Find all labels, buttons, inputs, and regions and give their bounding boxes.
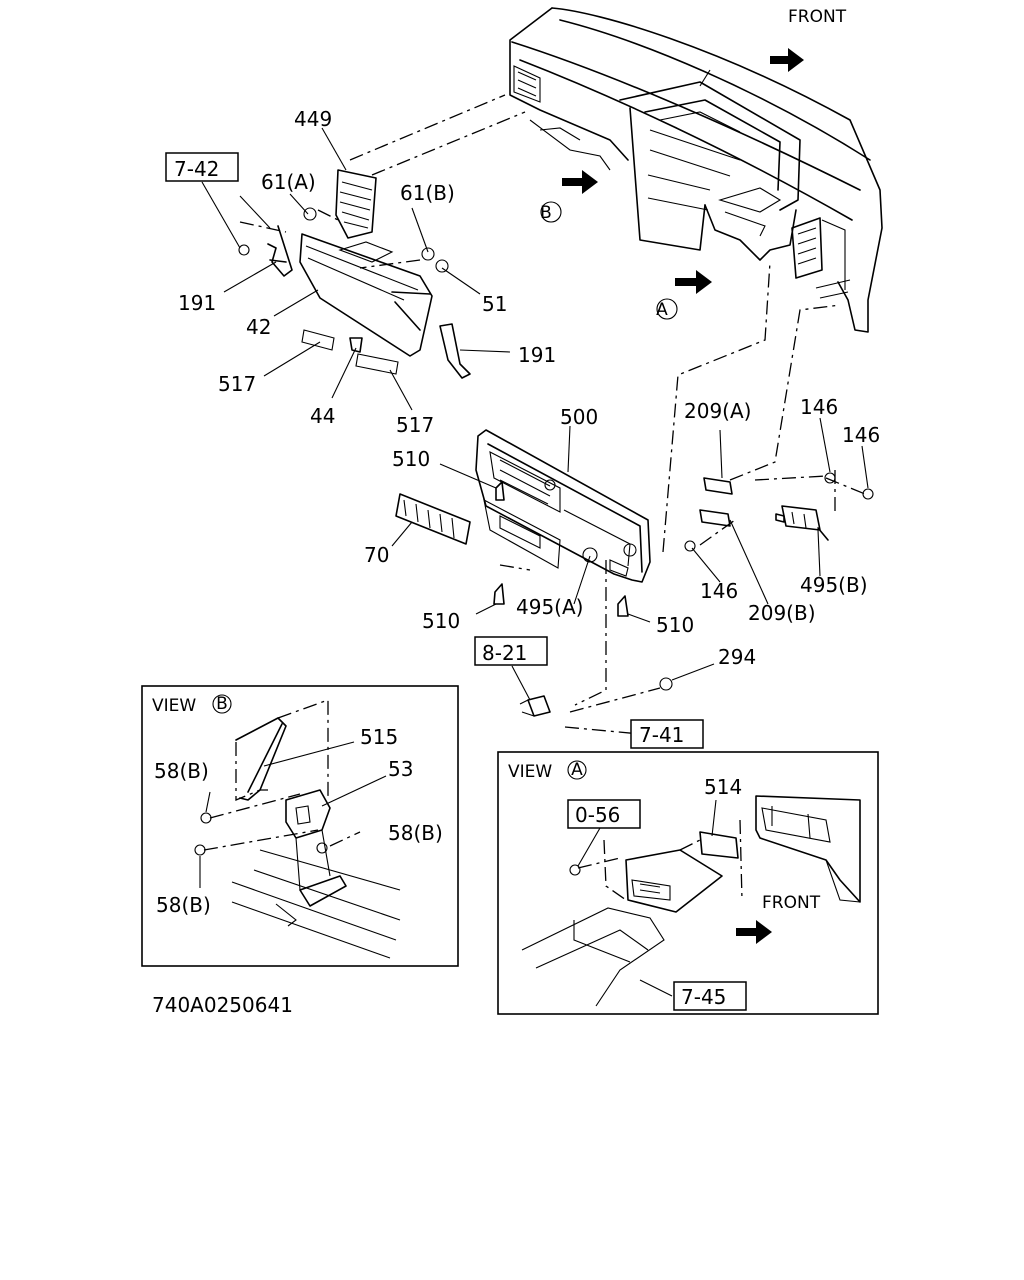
label-495b: 495(B) bbox=[800, 573, 868, 597]
part-70-shape bbox=[395, 493, 471, 545]
label-146-c: 146 bbox=[700, 579, 738, 603]
ref-box-7-45 bbox=[673, 981, 747, 1011]
view-a-panel bbox=[497, 751, 879, 1015]
label-58b-3: 58(B) bbox=[156, 893, 211, 917]
front-label-top: FRONT bbox=[788, 7, 847, 27]
label-514: 514 bbox=[704, 775, 742, 799]
label-209a: 209(A) bbox=[684, 399, 751, 423]
label-510-bottom-left: 510 bbox=[422, 609, 460, 633]
glove-box-assembly bbox=[238, 169, 471, 379]
label-515: 515 bbox=[360, 725, 398, 749]
ref-label-8-21: 8-21 bbox=[482, 641, 527, 665]
marker-b-letter: B bbox=[540, 203, 552, 223]
switch-assembly bbox=[519, 472, 874, 717]
view-a-marker: A bbox=[571, 760, 583, 780]
label-53: 53 bbox=[388, 757, 413, 781]
label-61a: 61(A) bbox=[261, 170, 316, 194]
drawing-number: 740A0250641 bbox=[152, 993, 293, 1017]
label-495a: 495(A) bbox=[516, 595, 583, 619]
part-500-shape bbox=[475, 429, 651, 583]
ref-label-7-42: 7-42 bbox=[174, 157, 219, 181]
view-b-arrow-icon bbox=[562, 170, 598, 194]
part-42-shape bbox=[299, 233, 433, 357]
part-495b-shape bbox=[781, 505, 821, 531]
label-510-top: 510 bbox=[392, 447, 430, 471]
view-b-marker: B bbox=[216, 694, 228, 714]
ref-label-7-41: 7-41 bbox=[639, 723, 684, 747]
ref-box-0-56 bbox=[567, 799, 641, 829]
label-500: 500 bbox=[560, 405, 598, 429]
front-arrow-icon bbox=[770, 48, 804, 72]
part-209a-shape bbox=[703, 477, 733, 495]
ref-box-8-21 bbox=[474, 636, 548, 666]
view-a-arrow-icon bbox=[675, 270, 712, 294]
view-b-title: VIEW bbox=[152, 696, 196, 716]
label-44: 44 bbox=[310, 404, 335, 428]
label-58b-2: 58(B) bbox=[388, 821, 443, 845]
label-51: 51 bbox=[482, 292, 507, 316]
label-191-right: 191 bbox=[518, 343, 556, 367]
circled-markers bbox=[540, 201, 678, 320]
instrument-panel bbox=[509, 7, 883, 333]
ref-box-7-41 bbox=[630, 719, 704, 749]
label-146-b: 146 bbox=[842, 423, 880, 447]
label-191-left: 191 bbox=[178, 291, 216, 315]
direction-arrows bbox=[562, 48, 804, 944]
labels: FRONT B A 449 7-42 61(A) 61(B) 191 42 51… bbox=[152, 7, 880, 1017]
ref-label-0-56: 0-56 bbox=[575, 803, 620, 827]
part-449-shape bbox=[335, 169, 377, 239]
label-leader-lines bbox=[201, 127, 869, 681]
label-517-right: 517 bbox=[396, 413, 434, 437]
marker-b-circle bbox=[540, 201, 562, 223]
marker-a-letter: A bbox=[656, 300, 668, 320]
marker-a-circle bbox=[656, 298, 678, 320]
label-42: 42 bbox=[246, 315, 271, 339]
label-449: 449 bbox=[294, 107, 332, 131]
label-58b-1: 58(B) bbox=[154, 759, 209, 783]
label-146-a: 146 bbox=[800, 395, 838, 419]
view-a-title: VIEW bbox=[508, 762, 552, 782]
label-70: 70 bbox=[364, 543, 389, 567]
ref-label-7-45: 7-45 bbox=[681, 985, 726, 1009]
part-191-right-shape bbox=[439, 323, 471, 379]
label-517-left: 517 bbox=[218, 372, 256, 396]
ref-box-7-42 bbox=[165, 152, 239, 182]
view-b-panel bbox=[141, 685, 459, 967]
reference-boxes bbox=[165, 152, 704, 749]
label-510-bottom-right: 510 bbox=[656, 613, 694, 637]
assembly-leader-lines bbox=[239, 94, 866, 735]
front-label-view-a: FRONT bbox=[762, 893, 821, 913]
front-arrow-view-a-icon bbox=[736, 920, 772, 944]
label-209b: 209(B) bbox=[748, 601, 816, 625]
label-294: 294 bbox=[718, 645, 756, 669]
part-209b-shape bbox=[699, 509, 731, 527]
center-bezel-assembly bbox=[395, 429, 651, 617]
label-61b: 61(B) bbox=[400, 181, 455, 205]
